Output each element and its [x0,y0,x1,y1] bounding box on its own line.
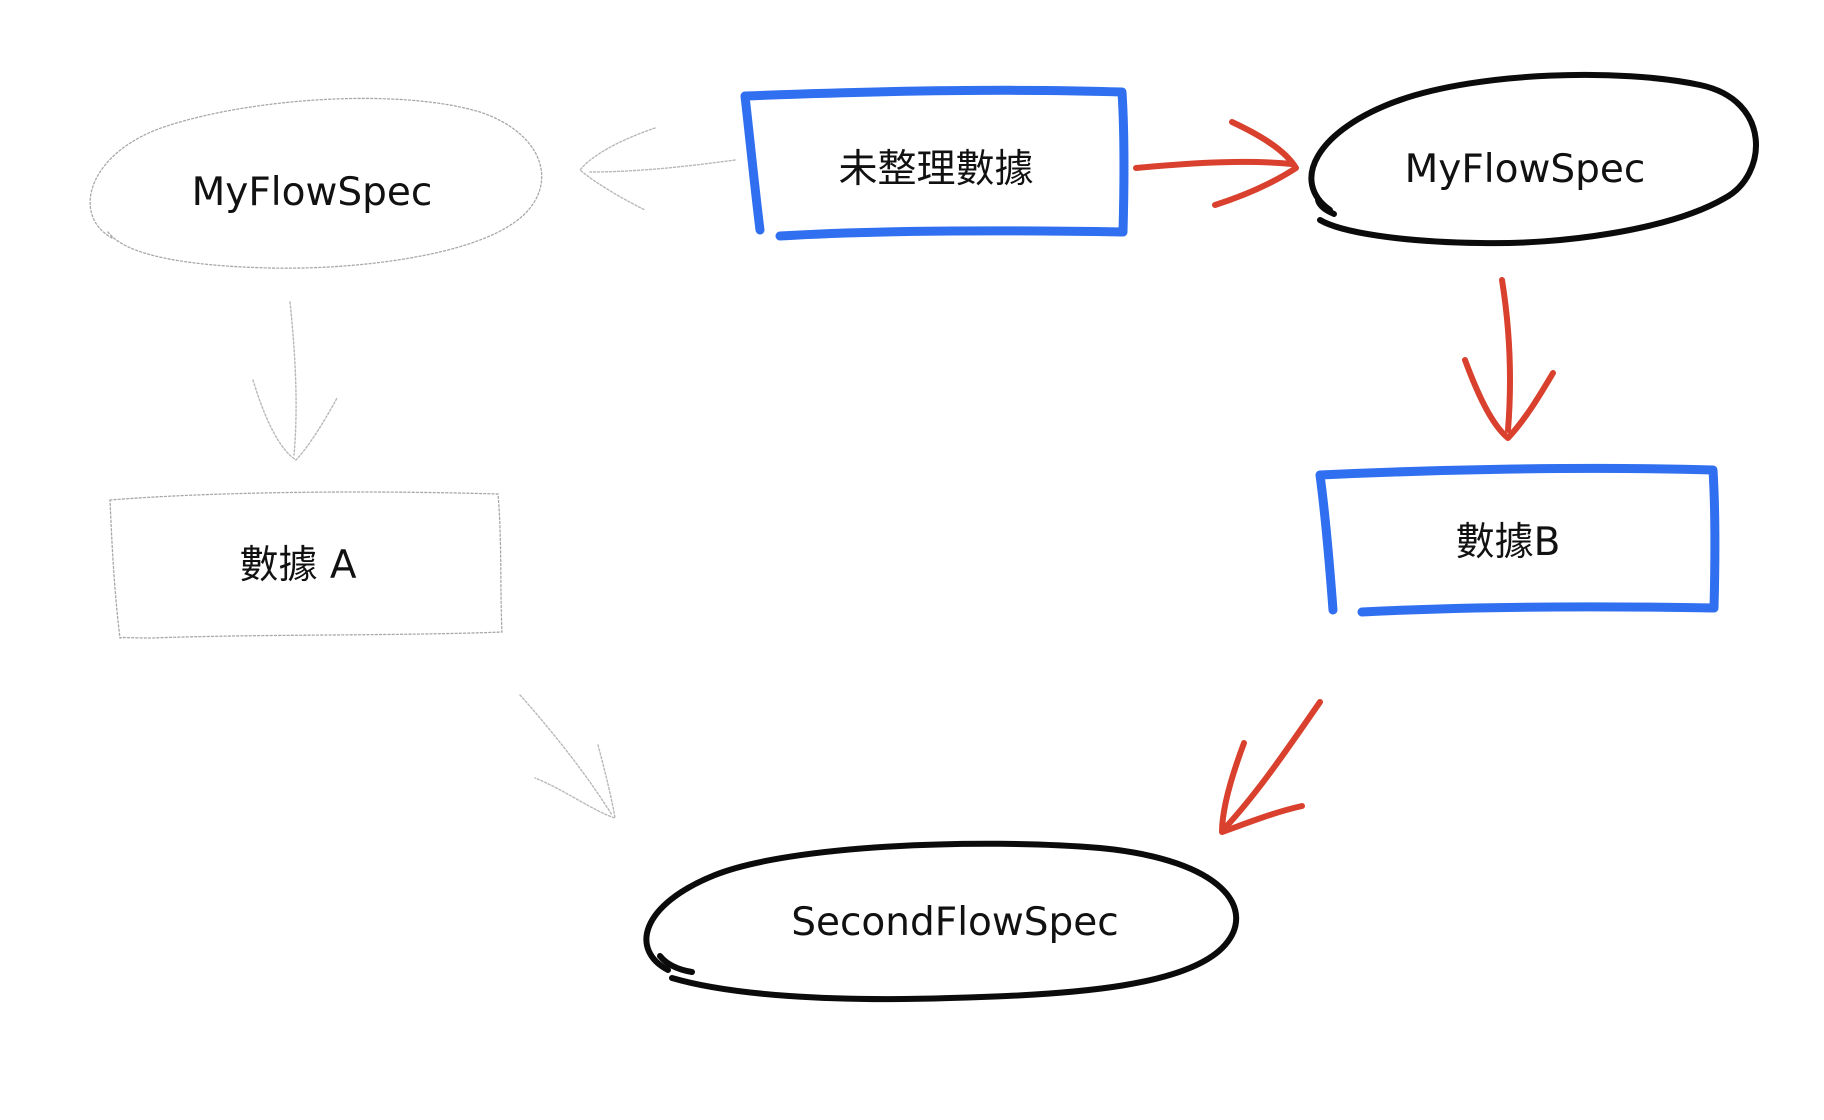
faded-arrow-head [534,744,616,819]
second-flowspec-ellipse [643,840,1240,1003]
flowspec-node: MyFlowSpec [1308,71,1759,247]
arrow-head [1212,119,1299,208]
arrow-shaft [1133,158,1295,171]
faded-data-a-label: 數據 A [239,543,356,588]
faded-arrow-shaft [589,159,736,173]
faded-flowspec-label: MyFlowSpec [192,170,433,215]
flowspec-ellipse-tail [1315,197,1337,217]
second-flowspec-label: SecondFlowSpec [791,900,1119,945]
faded-path: MyFlowSpec 數據 A [89,97,736,819]
raw-data-label: 未整理數據 [838,147,1033,192]
arrow-head [1462,357,1556,441]
faded-arrow-flowspec-to-data-a [252,301,338,461]
second-flowspec-ellipse-tail [657,953,695,975]
faded-arrow-data-a-to-second [519,694,616,819]
faded-data-a-node: 數據 A [109,491,503,640]
arrow-shaft [1499,277,1513,433]
arrow-flowspec-to-data-b [1462,277,1556,441]
second-flowspec-node: SecondFlowSpec [643,840,1240,1003]
faded-flowspec-ellipse [89,97,543,269]
faded-flowspec-node: MyFlowSpec [89,97,543,269]
raw-data-node: 未整理數據 [740,85,1129,241]
faded-arrow-head [252,379,338,461]
faded-arrow-head [579,127,656,211]
arrow-shaft [1222,699,1323,831]
flowspec-label: MyFlowSpec [1405,147,1646,192]
faded-arrow-shaft [519,694,613,816]
arrow-data-b-to-second [1219,699,1323,835]
data-b-label: 數據B [1456,520,1561,565]
flowspec-ellipse [1308,71,1759,247]
arrow-raw-to-flowspec [1133,119,1299,208]
faded-arrow-shaft [289,301,297,456]
arrow-head [1219,740,1305,835]
faded-arrow-raw-to-flowspec [579,127,736,211]
faded-data-a-box [109,491,503,640]
raw-data-box [740,85,1129,241]
data-b-box [1315,463,1720,617]
data-b-node: 數據B [1315,463,1720,617]
